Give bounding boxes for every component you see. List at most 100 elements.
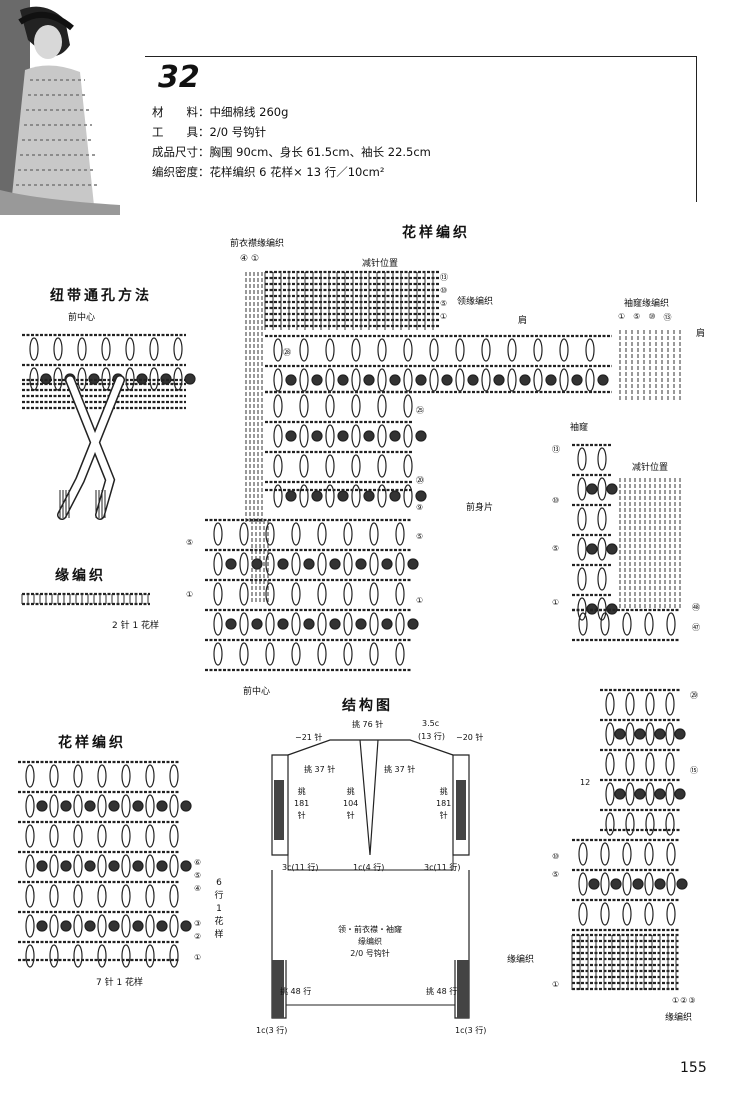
chain-loop — [265, 582, 275, 606]
label-front-center-top: 前中心 — [68, 313, 96, 323]
ribbon-strands-inner — [58, 376, 124, 519]
struct-pick48-left: 挑 48 行 — [280, 987, 312, 996]
chain-loop — [377, 338, 387, 362]
label-decrease-position: 减针位置 — [362, 259, 399, 269]
chain-loop — [325, 338, 335, 362]
struct-bottom-left: 3c(11 行) — [282, 863, 319, 872]
chain-loop — [145, 914, 155, 938]
chain-loop — [343, 552, 353, 576]
puff-stitch — [36, 860, 48, 872]
chain-loop — [97, 794, 107, 818]
label-neck-edge: 领缘编织 — [457, 297, 494, 307]
puff-stitch — [654, 788, 666, 800]
chain-loop — [533, 368, 543, 392]
chain-loop — [265, 612, 275, 636]
chain-loop — [273, 424, 283, 448]
puff-stitch — [132, 920, 144, 932]
chain-loop — [299, 424, 309, 448]
puff-stitch — [277, 558, 289, 570]
chain-loop — [149, 337, 159, 361]
chain-loop — [622, 842, 632, 866]
chain-loop — [403, 368, 413, 392]
header-box — [145, 56, 697, 202]
chain-loop — [665, 692, 675, 716]
chain-loop — [121, 824, 131, 848]
marker-right-47: ㊼ — [692, 623, 700, 632]
chain-loop — [666, 872, 676, 896]
chain-loop — [29, 337, 39, 361]
chain-loop — [644, 872, 654, 896]
chain-loop — [145, 884, 155, 908]
pattern-main-title: 花样编织 — [402, 225, 470, 241]
chain-loop — [577, 447, 587, 471]
label-decrease-position-2: 减针位置 — [632, 463, 669, 473]
chain-loop — [395, 642, 405, 666]
chain-loop — [343, 612, 353, 636]
puff-stitch — [337, 430, 349, 442]
chain-loop — [273, 394, 283, 418]
puff-stitch — [329, 558, 341, 570]
chain-loop — [605, 812, 615, 836]
chain-loop — [403, 424, 413, 448]
chain-loop — [600, 872, 610, 896]
puff-stitch — [588, 878, 600, 890]
chain-loop — [369, 612, 379, 636]
puff-stitch — [180, 800, 192, 812]
label-shoulder: 肩 — [518, 316, 528, 326]
chain-loop — [299, 368, 309, 392]
chain-loop — [625, 812, 635, 836]
chain-loop — [239, 642, 249, 666]
chain-loop — [481, 368, 491, 392]
chain-loop — [644, 902, 654, 926]
chain-loop — [325, 454, 335, 478]
model-photo — [0, 0, 120, 215]
puff-stitch — [355, 558, 367, 570]
chain-loop — [597, 507, 607, 531]
struct-pick-right: 挑 37 针 — [384, 765, 416, 774]
chain-loop — [325, 368, 335, 392]
chain-loop — [645, 722, 655, 746]
puff-stitch — [84, 920, 96, 932]
chain-loop — [577, 507, 587, 531]
chain-loop — [622, 902, 632, 926]
chain-loop — [395, 552, 405, 576]
label-armhole: 袖窿 — [570, 423, 589, 433]
chain-loop — [577, 537, 587, 561]
chain-loop — [351, 368, 361, 392]
label-shoulder-right: 肩 — [696, 329, 706, 339]
chain-loop — [377, 424, 387, 448]
struct-right-band — [457, 960, 469, 1018]
chain-loop — [351, 394, 361, 418]
puff-stitch — [337, 490, 349, 502]
spec-tool: 工 具：2/0 号钩针 — [152, 124, 266, 140]
puff-stitch — [415, 430, 427, 442]
chain-loop — [25, 794, 35, 818]
chain-loop — [121, 794, 131, 818]
spec-value: 2/0 号钩针 — [209, 125, 267, 139]
puff-stitch — [132, 860, 144, 872]
chain-loop — [49, 884, 59, 908]
chain-loop — [325, 394, 335, 418]
marker-right-13: ⑬ — [552, 445, 560, 454]
puff-stitch — [389, 430, 401, 442]
chain-loop — [625, 782, 635, 806]
puff-stitch — [363, 374, 375, 386]
marker-right-48: ㊽ — [692, 603, 700, 612]
chain-loop — [645, 752, 655, 776]
chain-loop — [299, 338, 309, 362]
struct-top-right-label: 3.5c — [422, 719, 440, 728]
puff-stitch — [285, 374, 297, 386]
chain-loop — [377, 454, 387, 478]
puff-stitch — [389, 490, 401, 502]
chain-loop — [213, 522, 223, 546]
chain-loop — [395, 522, 405, 546]
chain-loop — [273, 454, 283, 478]
puff-stitch — [303, 618, 315, 630]
chain-loop — [605, 692, 615, 716]
chain-loop — [429, 338, 439, 362]
spec-size: 成品尺寸：胸围 90cm、身长 61.5cm、袖长 22.5cm — [152, 144, 431, 160]
chain-loop — [377, 484, 387, 508]
marker-right-10: ⑩ — [552, 496, 560, 505]
chain-loop — [317, 642, 327, 666]
